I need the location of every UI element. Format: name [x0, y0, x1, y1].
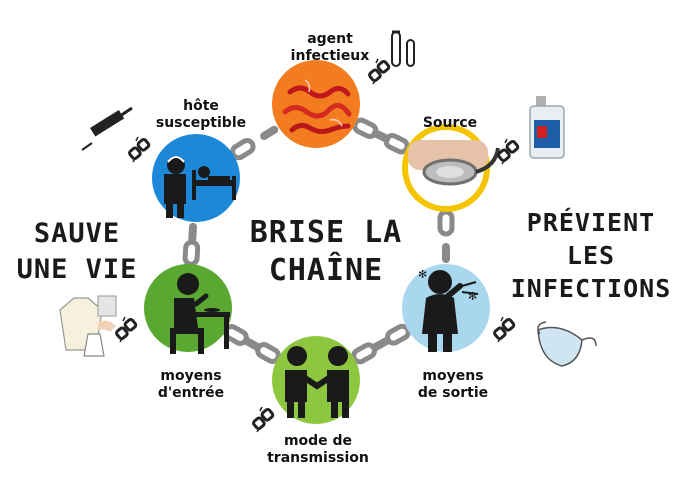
chain-link: [188, 222, 197, 243]
bacteria-icon: [282, 79, 352, 135]
sanitizer-bottle-icon: [529, 96, 565, 159]
broken-link-icon: [127, 135, 152, 164]
chain-link: [437, 209, 455, 237]
svg-text:✻: ✻: [418, 268, 427, 281]
chain-link: [383, 132, 410, 155]
node-circle: [272, 60, 360, 148]
gown-gloves-icon: [59, 295, 117, 357]
person-eating-icon: [170, 273, 230, 354]
test-tubes-icon: [391, 30, 415, 67]
svg-text:✻: ✻: [468, 290, 477, 303]
patient-bed-icon: [164, 156, 236, 218]
broken-link-icon: [496, 137, 521, 166]
sneezing-person-icon: ✻ ✻: [418, 268, 479, 352]
broken-link-icon: [492, 315, 517, 344]
chain-link: [442, 243, 450, 263]
face-mask-icon: [537, 321, 597, 367]
chain-link: [260, 125, 279, 141]
broken-link-icon: [251, 405, 276, 434]
node-label-source: Source: [422, 115, 478, 131]
broken-link-icon: [114, 315, 139, 344]
stethoscope-icon: [408, 140, 500, 186]
syringe-icon: [81, 106, 133, 151]
handshake-icon: [285, 346, 349, 418]
chain-link: [182, 239, 201, 267]
